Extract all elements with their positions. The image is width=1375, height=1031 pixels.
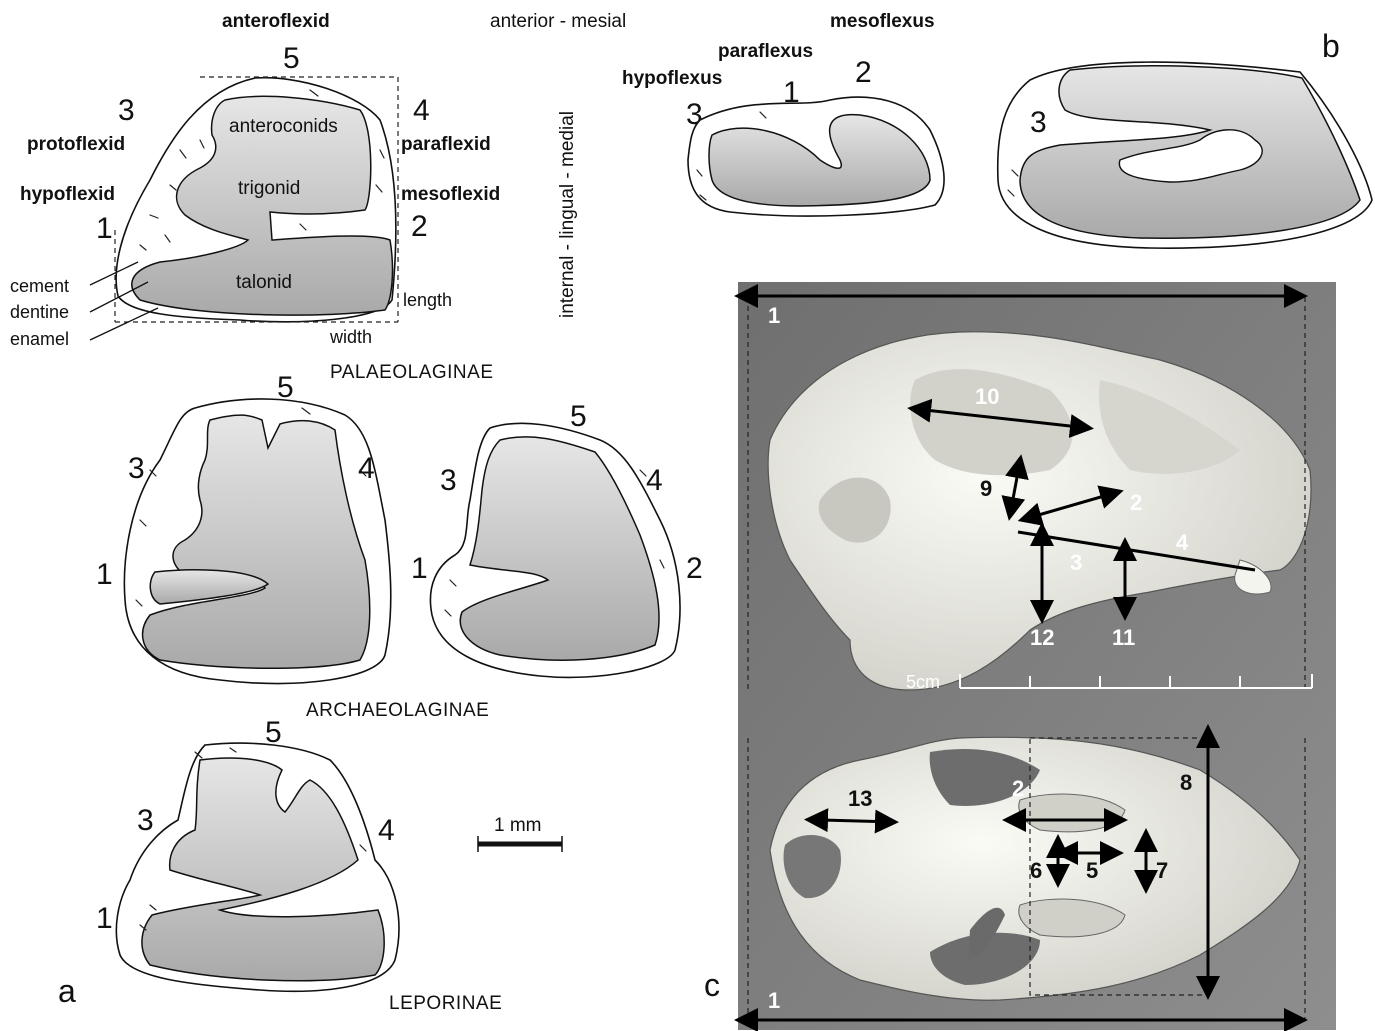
palaeolaginae-tooth-right: [430, 423, 680, 677]
scale-bar-5cm-label: 5cm: [906, 672, 940, 692]
leporinae-caption: LEPORINAE: [389, 993, 502, 1014]
talonid-label: talonid: [236, 272, 292, 293]
ventral-measure-label: 8: [1180, 770, 1192, 795]
archaeo-1: 1: [96, 902, 113, 935]
palaeo-left-5: 5: [277, 371, 294, 404]
anteroflexid-label: anteroflexid: [222, 11, 330, 32]
lateral-measure-label: 4: [1176, 530, 1189, 555]
orientation-side-label: internal - lingual - medial: [557, 111, 578, 318]
lateral-measure-label: 11: [1112, 625, 1135, 650]
archaeolaginae-tooth: [116, 743, 399, 991]
mesoflexid-label: mesoflexid: [401, 184, 500, 205]
width-label: width: [329, 327, 372, 347]
palaeolaginae-caption: PALAEOLAGINAE: [330, 362, 494, 383]
panel-b-large-number-3: 3: [1030, 106, 1047, 139]
mesoflexus-label: mesoflexus: [830, 11, 935, 32]
archaeo-5: 5: [265, 716, 282, 749]
right-number-2: 2: [411, 210, 428, 243]
palaeo-right-5: 5: [570, 400, 587, 433]
palaeo-right-4: 4: [646, 464, 663, 497]
palaeo-right-3: 3: [440, 464, 457, 497]
archaeo-3: 3: [137, 804, 154, 837]
anteroconids-label: anteroconids: [229, 116, 338, 137]
archaeo-4: 4: [378, 814, 395, 847]
ventral-measure-label: 6: [1030, 858, 1042, 883]
palaeo-left-1: 1: [96, 558, 113, 591]
ventral-measure-label: 7: [1156, 858, 1168, 883]
top-number-5: 5: [283, 42, 300, 75]
hypoflexid-label: hypoflexid: [20, 184, 115, 205]
lateral-measure-label: 2: [1130, 490, 1142, 515]
panel-label-c: c: [704, 967, 720, 1003]
enamel-label: enamel: [10, 329, 69, 349]
ventral-measure-label: 1: [768, 988, 780, 1013]
lateral-measure-label: 3: [1070, 550, 1082, 575]
paraflexus-label: paraflexus: [718, 41, 813, 62]
panel-b-upper-tooth-large: [998, 62, 1372, 248]
cement-label: cement: [10, 276, 69, 296]
palaeo-right-2: 2: [686, 552, 703, 585]
palaeo-left-4: 4: [358, 452, 375, 485]
palaeolaginae-tooth-left: [124, 399, 390, 684]
panel-label-b: b: [1322, 28, 1340, 64]
protoflexid-label: protoflexid: [27, 134, 125, 155]
scale-bar-1mm-label: 1 mm: [494, 815, 542, 836]
lateral-measure-label: 12: [1030, 625, 1054, 650]
palaeo-left-3: 3: [128, 452, 145, 485]
dentine-label: dentine: [10, 302, 69, 322]
skull-photograph-panel: [738, 282, 1336, 1030]
panel-b-number-2: 2: [855, 56, 872, 89]
lateral-measure-label: 1: [768, 303, 780, 328]
ventral-measure-label: 13: [848, 786, 872, 811]
right-number-4: 4: [413, 94, 430, 127]
length-label: length: [403, 290, 452, 310]
left-number-1: 1: [96, 212, 113, 245]
trigonid-label: trigonid: [238, 178, 300, 199]
ventral-measure-label: 2: [1012, 776, 1024, 801]
palaeo-right-1: 1: [411, 552, 428, 585]
left-number-3: 3: [118, 94, 135, 127]
orientation-top-label: anterior - mesial: [490, 11, 626, 32]
panel-label-a: a: [58, 973, 76, 1009]
lateral-measure-label: 9: [980, 476, 992, 501]
ventral-measure-label: 5: [1086, 858, 1098, 883]
hypoflexus-label: hypoflexus: [622, 68, 722, 89]
archaeolaginae-caption: ARCHAEOLAGINAE: [306, 700, 489, 721]
lateral-measure-label: 10: [975, 384, 999, 409]
panel-b-upper-tooth-small: [688, 97, 944, 216]
paraflexid-label: paraflexid: [401, 134, 491, 155]
scale-bar-1mm: [478, 836, 562, 852]
